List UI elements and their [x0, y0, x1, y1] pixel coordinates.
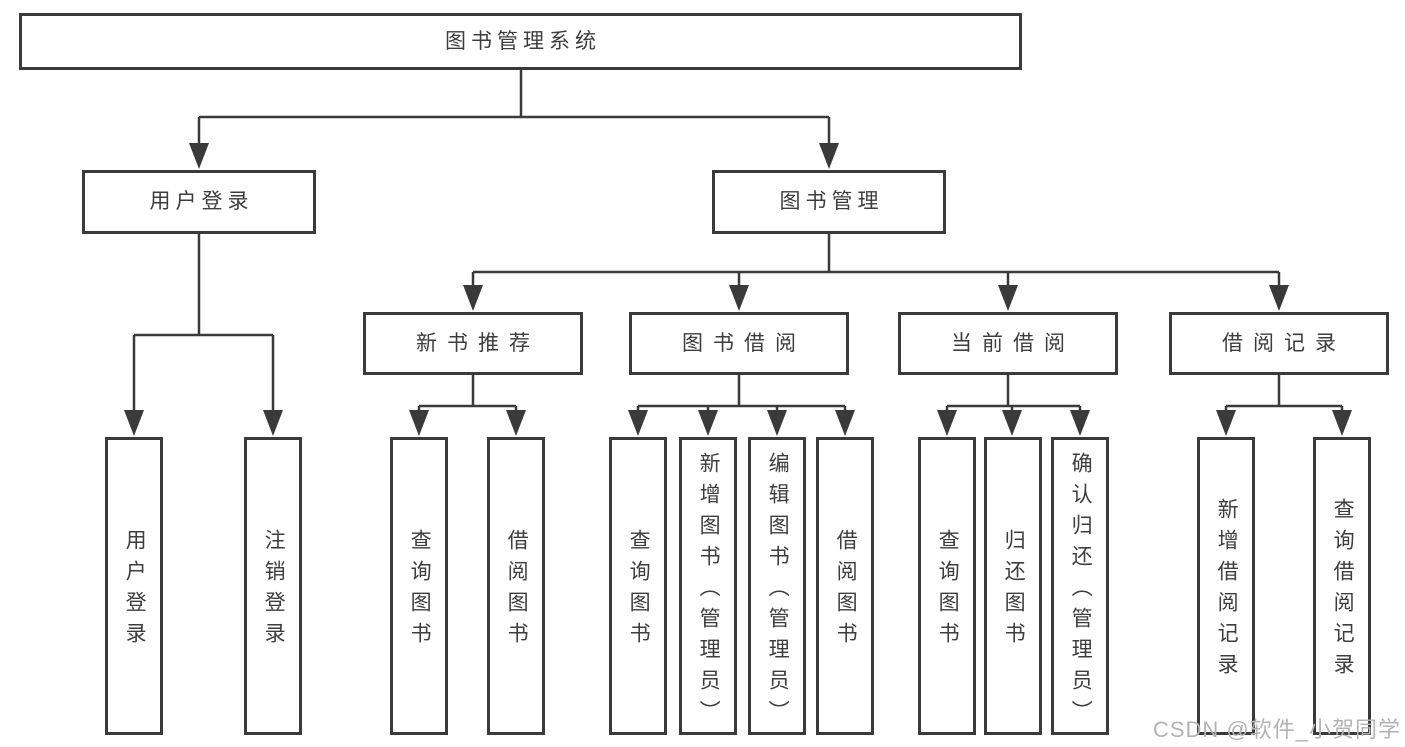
node-user-login: 用户登录 [82, 170, 316, 234]
node-new-book-recommendation: 新书推荐 [363, 312, 583, 375]
node-label: 新增图书（管理员） [697, 451, 721, 731]
node-leaf-query-books: 查询图书 [918, 437, 976, 735]
node-leaf-confirm-return-admin: 确认归还（管理员） [1051, 437, 1109, 735]
node-library-management-system: 图书管理系统 [19, 13, 1022, 70]
node-label: 借阅图书 [505, 529, 529, 653]
node-leaf-add-borrow-record: 新增借阅记录 [1197, 437, 1255, 735]
node-leaf-add-book-admin: 新增图书（管理员） [679, 437, 737, 735]
node-label: 借阅图书 [834, 529, 858, 653]
csdn-watermark: CSDN @软件_小贺同学 [1152, 717, 1401, 742]
node-leaf-query-books: 查询图书 [609, 437, 667, 735]
node-leaf-borrow-books: 借阅图书 [816, 437, 874, 735]
node-leaf-query-borrow-record: 查询借阅记录 [1313, 437, 1371, 735]
node-label: 新书推荐 [416, 331, 540, 355]
node-label: 查询图书 [627, 529, 651, 653]
node-label: 用户登录 [123, 529, 147, 653]
node-book-borrowing: 图书借阅 [629, 312, 849, 375]
node-book-management: 图书管理 [712, 170, 946, 234]
node-label: 用户登录 [149, 190, 254, 214]
node-label: 借阅记录 [1222, 331, 1346, 355]
node-label: 注销登录 [262, 529, 286, 653]
node-label: 查询图书 [936, 529, 960, 653]
node-label: 编辑图书（管理员） [766, 451, 790, 731]
node-borrowing-records: 借阅记录 [1169, 312, 1389, 375]
node-label: 查询借阅记录 [1331, 498, 1355, 684]
node-leaf-edit-book-admin: 编辑图书（管理员） [748, 437, 806, 735]
node-label: 图书管理系统 [445, 29, 601, 53]
node-label: 图书管理 [779, 190, 884, 214]
node-leaf-user-login: 用户登录 [105, 437, 163, 735]
node-leaf-query-books: 查询图书 [390, 437, 448, 735]
node-label: 新增借阅记录 [1215, 498, 1239, 684]
node-label: 图书借阅 [682, 331, 806, 355]
node-leaf-borrow-books: 借阅图书 [487, 437, 545, 735]
node-label: 查询图书 [408, 529, 432, 653]
node-label: 确认归还（管理员） [1069, 451, 1093, 731]
node-current-borrowing: 当前借阅 [898, 312, 1118, 375]
node-label: 归还图书 [1002, 529, 1026, 653]
node-leaf-return-book: 归还图书 [984, 437, 1042, 735]
node-label: 当前借阅 [951, 331, 1075, 355]
node-leaf-logout: 注销登录 [244, 437, 302, 735]
